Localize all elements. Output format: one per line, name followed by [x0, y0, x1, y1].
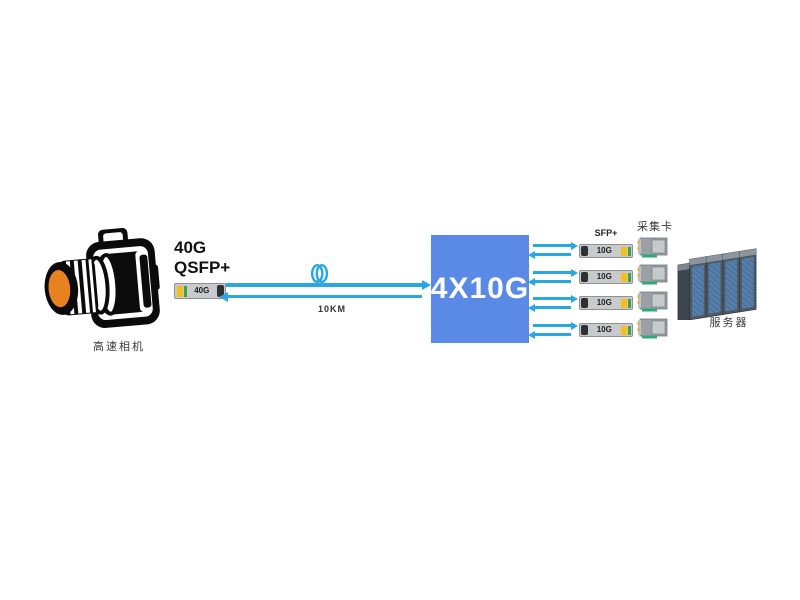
fiber-distance-label: 10KM [317, 304, 346, 314]
converter-box: 4X10G [431, 235, 529, 343]
sfp1-indicator-yellow [621, 246, 627, 256]
sfp-header-label: SFP+ [594, 228, 618, 238]
sfp3-label: 10G [596, 298, 612, 307]
qsfp-transceiver-module: 40G [174, 283, 226, 299]
channel4-arrow-out [533, 324, 571, 327]
sfp-module-1: 10G [579, 244, 633, 258]
camera-label: 高速相机 [93, 341, 145, 353]
channel2-arrow-in [535, 280, 571, 283]
channel1-arrow-in [535, 253, 571, 256]
channel3-arrow-in [535, 306, 571, 309]
sfp2-label: 10G [596, 272, 612, 281]
sfp-module-2: 10G [579, 270, 633, 284]
channel4-arrow-in [535, 333, 571, 336]
channel1-arrow-out [533, 244, 571, 247]
sfp3-indicator-yellow [621, 298, 627, 308]
sfp2-indicator-yellow [621, 272, 627, 282]
converter-label: 4X10G [430, 272, 530, 305]
server-label: 服务器 [709, 317, 749, 329]
server-icon [677, 248, 757, 320]
fiber-arrow-camera-to-converter [226, 283, 422, 287]
qsfp-title-line2: QSFP+ [174, 258, 231, 278]
sfp4-cap [581, 325, 588, 335]
fiber-arrow-converter-to-camera [228, 295, 422, 298]
capture-card-icon-1 [637, 237, 668, 258]
fiber-coil-icon [310, 263, 329, 284]
camera-icon [44, 227, 160, 328]
sfp-module-4: 10G [579, 323, 633, 337]
sfp4-label: 10G [596, 325, 612, 334]
qsfp-title-line1: 40G [174, 238, 207, 257]
sfp3-indicator-green [628, 298, 631, 308]
sfp3-cap [581, 298, 588, 308]
sfp4-indicator-yellow [621, 325, 627, 335]
channel2-arrow-out [533, 271, 571, 274]
sfp1-cap [581, 246, 588, 256]
capture-card-icon-3 [637, 291, 668, 312]
sfp2-cap [581, 272, 588, 282]
channel3-arrow-out [533, 297, 571, 300]
sfp-module-3: 10G [579, 296, 633, 310]
sfp1-indicator-green [628, 246, 631, 256]
sfp1-label: 10G [596, 246, 612, 255]
sfp4-indicator-green [628, 325, 631, 335]
capture-card-icon-4 [637, 318, 668, 339]
capture-card-icon-2 [637, 264, 668, 285]
sfp2-indicator-green [628, 272, 631, 282]
qsfp-indicator-yellow [176, 285, 183, 297]
capture-card-label: 采集卡 [637, 221, 673, 233]
qsfp-indicator-green [183, 285, 187, 297]
qsfp-module-label: 40G [194, 286, 210, 295]
